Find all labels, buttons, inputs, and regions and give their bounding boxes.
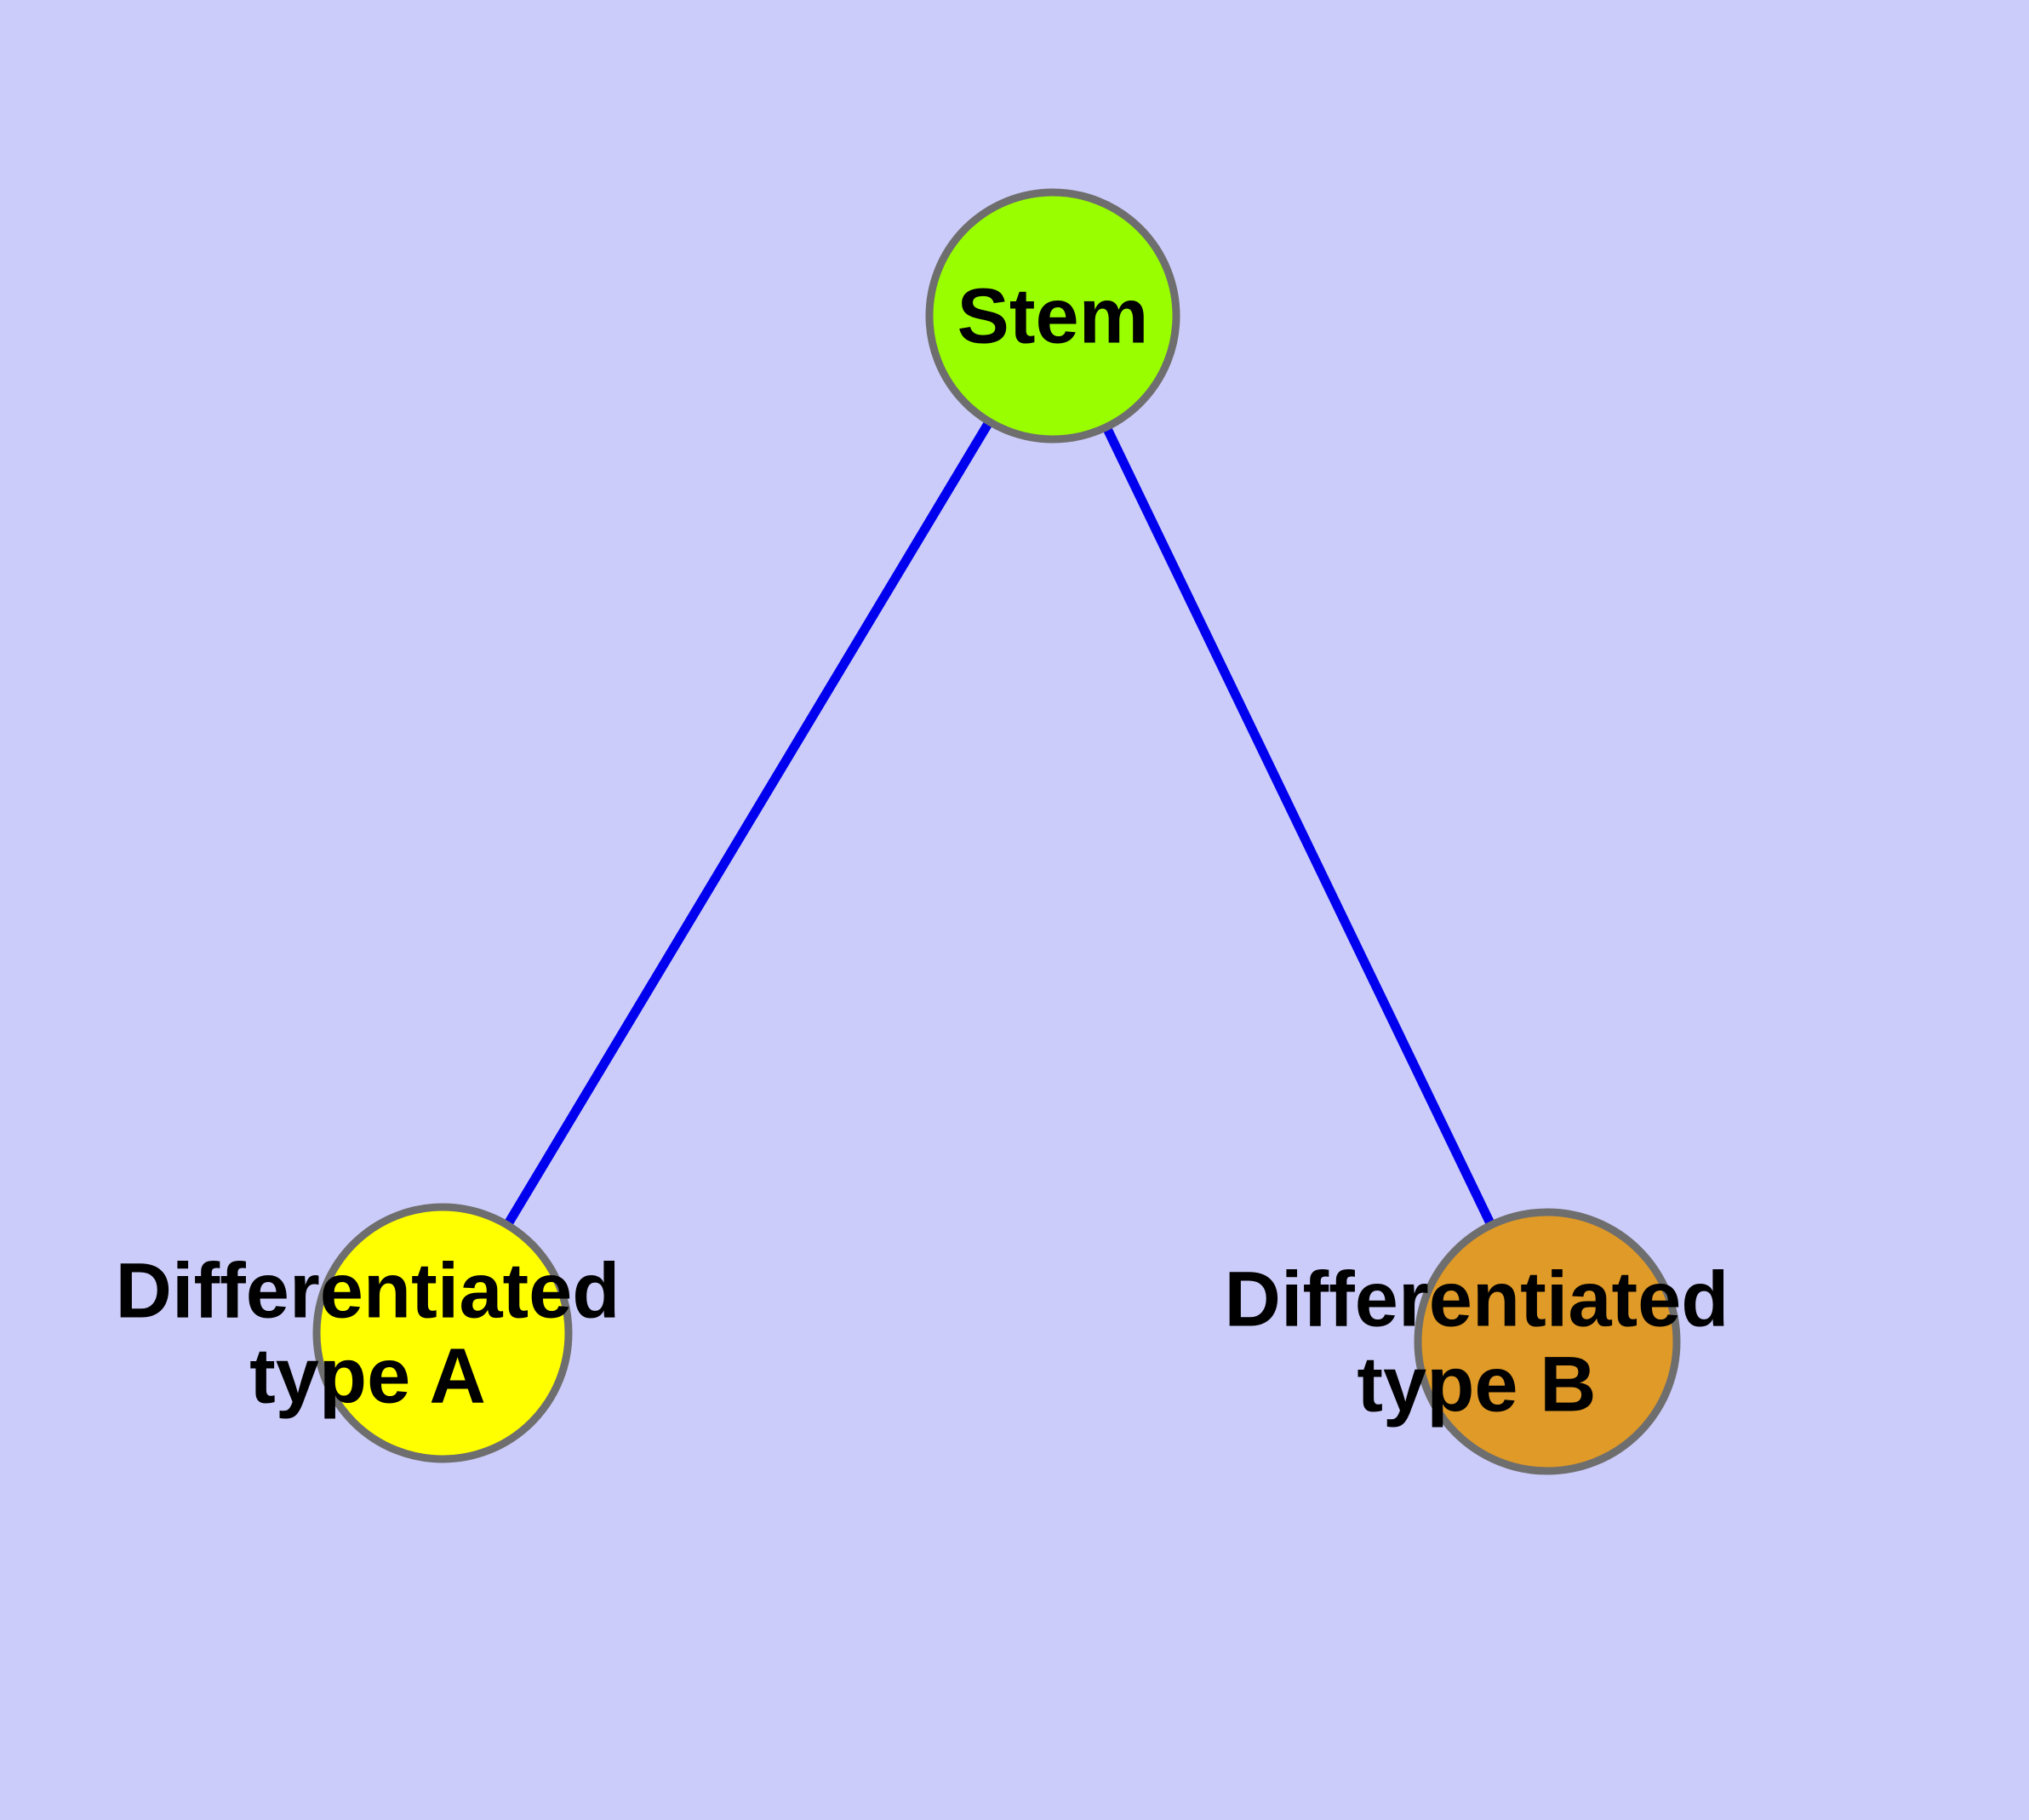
node-diff-b[interactable]	[1414, 1208, 1681, 1475]
edges-layer	[438, 313, 1552, 1344]
node-stem-circle[interactable]	[925, 188, 1180, 444]
node-diff-a[interactable]	[312, 1203, 573, 1463]
node-stem[interactable]	[925, 188, 1180, 444]
edge-stem-to-diff-a[interactable]	[438, 313, 1057, 1336]
edge-stem-to-diff-b[interactable]	[1049, 313, 1552, 1344]
node-diff-b-circle[interactable]	[1414, 1208, 1681, 1475]
node-stem-label: Stem	[957, 273, 1149, 360]
node-diff-a-circle[interactable]	[312, 1203, 573, 1463]
nodes-layer	[312, 188, 1681, 1475]
